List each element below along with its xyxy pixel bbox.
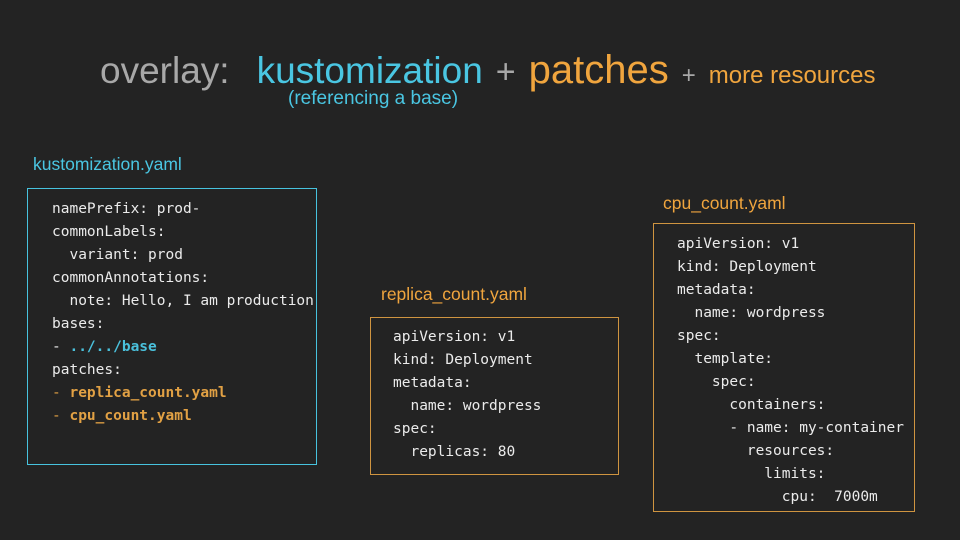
code-line: apiVersion: v1 (393, 326, 618, 349)
code-line: patches: (52, 359, 316, 382)
code-line: containers: (677, 394, 914, 417)
code-line: replicas: 80 (393, 441, 618, 464)
code-segment: note: Hello, I am production! (52, 293, 317, 309)
code-segment: variant: prod (52, 247, 183, 263)
code-segment: namePrefix: prod- (52, 201, 201, 217)
code-line: spec: (677, 371, 914, 394)
code-line: spec: (393, 418, 618, 441)
kustomization-yaml-code-box: namePrefix: prod-commonLabels: variant: … (27, 188, 317, 465)
title-kustomization: kustomization (256, 50, 483, 91)
code-segment: kind: Deployment (393, 352, 533, 368)
code-segment: commonAnnotations: (52, 270, 210, 286)
code-segment: cpu: 7000m (677, 489, 878, 505)
code-segment: - (52, 339, 70, 355)
replica-count-yaml-label: replica_count.yaml (381, 284, 527, 304)
code-line: resources: (677, 440, 914, 463)
slide-title: overlay: kustomization + patches + more … (100, 48, 876, 93)
code-line: commonLabels: (52, 221, 316, 244)
code-line: spec: (677, 325, 914, 348)
title-overlay: overlay: (100, 50, 230, 91)
code-segment: - name: my-container (677, 420, 904, 436)
title-more-resources: more resources (708, 62, 876, 89)
code-line: kind: Deployment (677, 256, 914, 279)
code-segment: - (52, 385, 70, 401)
code-line: metadata: (677, 279, 914, 302)
code-segment: - (52, 408, 70, 424)
code-segment: commonLabels: (52, 224, 166, 240)
code-line: limits: (677, 463, 914, 486)
code-segment: apiVersion: v1 (677, 236, 800, 252)
cpu-count-yaml-label: cpu_count.yaml (663, 193, 786, 213)
code-line: namePrefix: prod- (52, 198, 316, 221)
code-line: name: wordpress (393, 395, 618, 418)
code-segment: kind: Deployment (677, 259, 817, 275)
title-patches: patches (528, 48, 669, 92)
code-line: - replica_count.yaml (52, 382, 316, 405)
kustomization-yaml-label: kustomization.yaml (33, 154, 182, 174)
code-segment: spec: (677, 328, 721, 344)
code-line: commonAnnotations: (52, 267, 316, 290)
code-segment: name: wordpress (677, 305, 826, 321)
code-line: name: wordpress (677, 302, 914, 325)
code-line: - cpu_count.yaml (52, 405, 316, 428)
code-line: cpu: 7000m (677, 486, 914, 509)
code-segment: ../../base (69, 339, 157, 355)
code-segment: apiVersion: v1 (393, 329, 516, 345)
code-segment: patches: (52, 362, 122, 378)
code-line: template: (677, 348, 914, 371)
code-line: kind: Deployment (393, 349, 618, 372)
title-plus-2: + (681, 62, 696, 89)
code-segment: cpu_count.yaml (69, 408, 192, 424)
code-line: apiVersion: v1 (677, 233, 914, 256)
code-line: note: Hello, I am production! (52, 290, 316, 313)
code-line: - name: my-container (677, 417, 914, 440)
code-segment: replicas: 80 (393, 444, 516, 460)
code-segment: metadata: (393, 375, 472, 391)
code-line: bases: (52, 313, 316, 336)
code-segment: spec: (393, 421, 437, 437)
title-subtitle: (referencing a base) (288, 88, 459, 109)
code-segment: name: wordpress (393, 398, 542, 414)
code-segment: limits: (677, 466, 826, 482)
code-line: - ../../base (52, 336, 316, 359)
code-segment: resources: (677, 443, 835, 459)
code-segment: replica_count.yaml (69, 385, 227, 401)
code-segment: metadata: (677, 282, 756, 298)
code-line: variant: prod (52, 244, 316, 267)
code-segment: containers: (677, 397, 826, 413)
code-segment: bases: (52, 316, 105, 332)
title-plus-1: + (495, 53, 516, 91)
code-segment: template: (677, 351, 774, 367)
code-segment: spec: (677, 374, 756, 390)
code-line: metadata: (393, 372, 618, 395)
